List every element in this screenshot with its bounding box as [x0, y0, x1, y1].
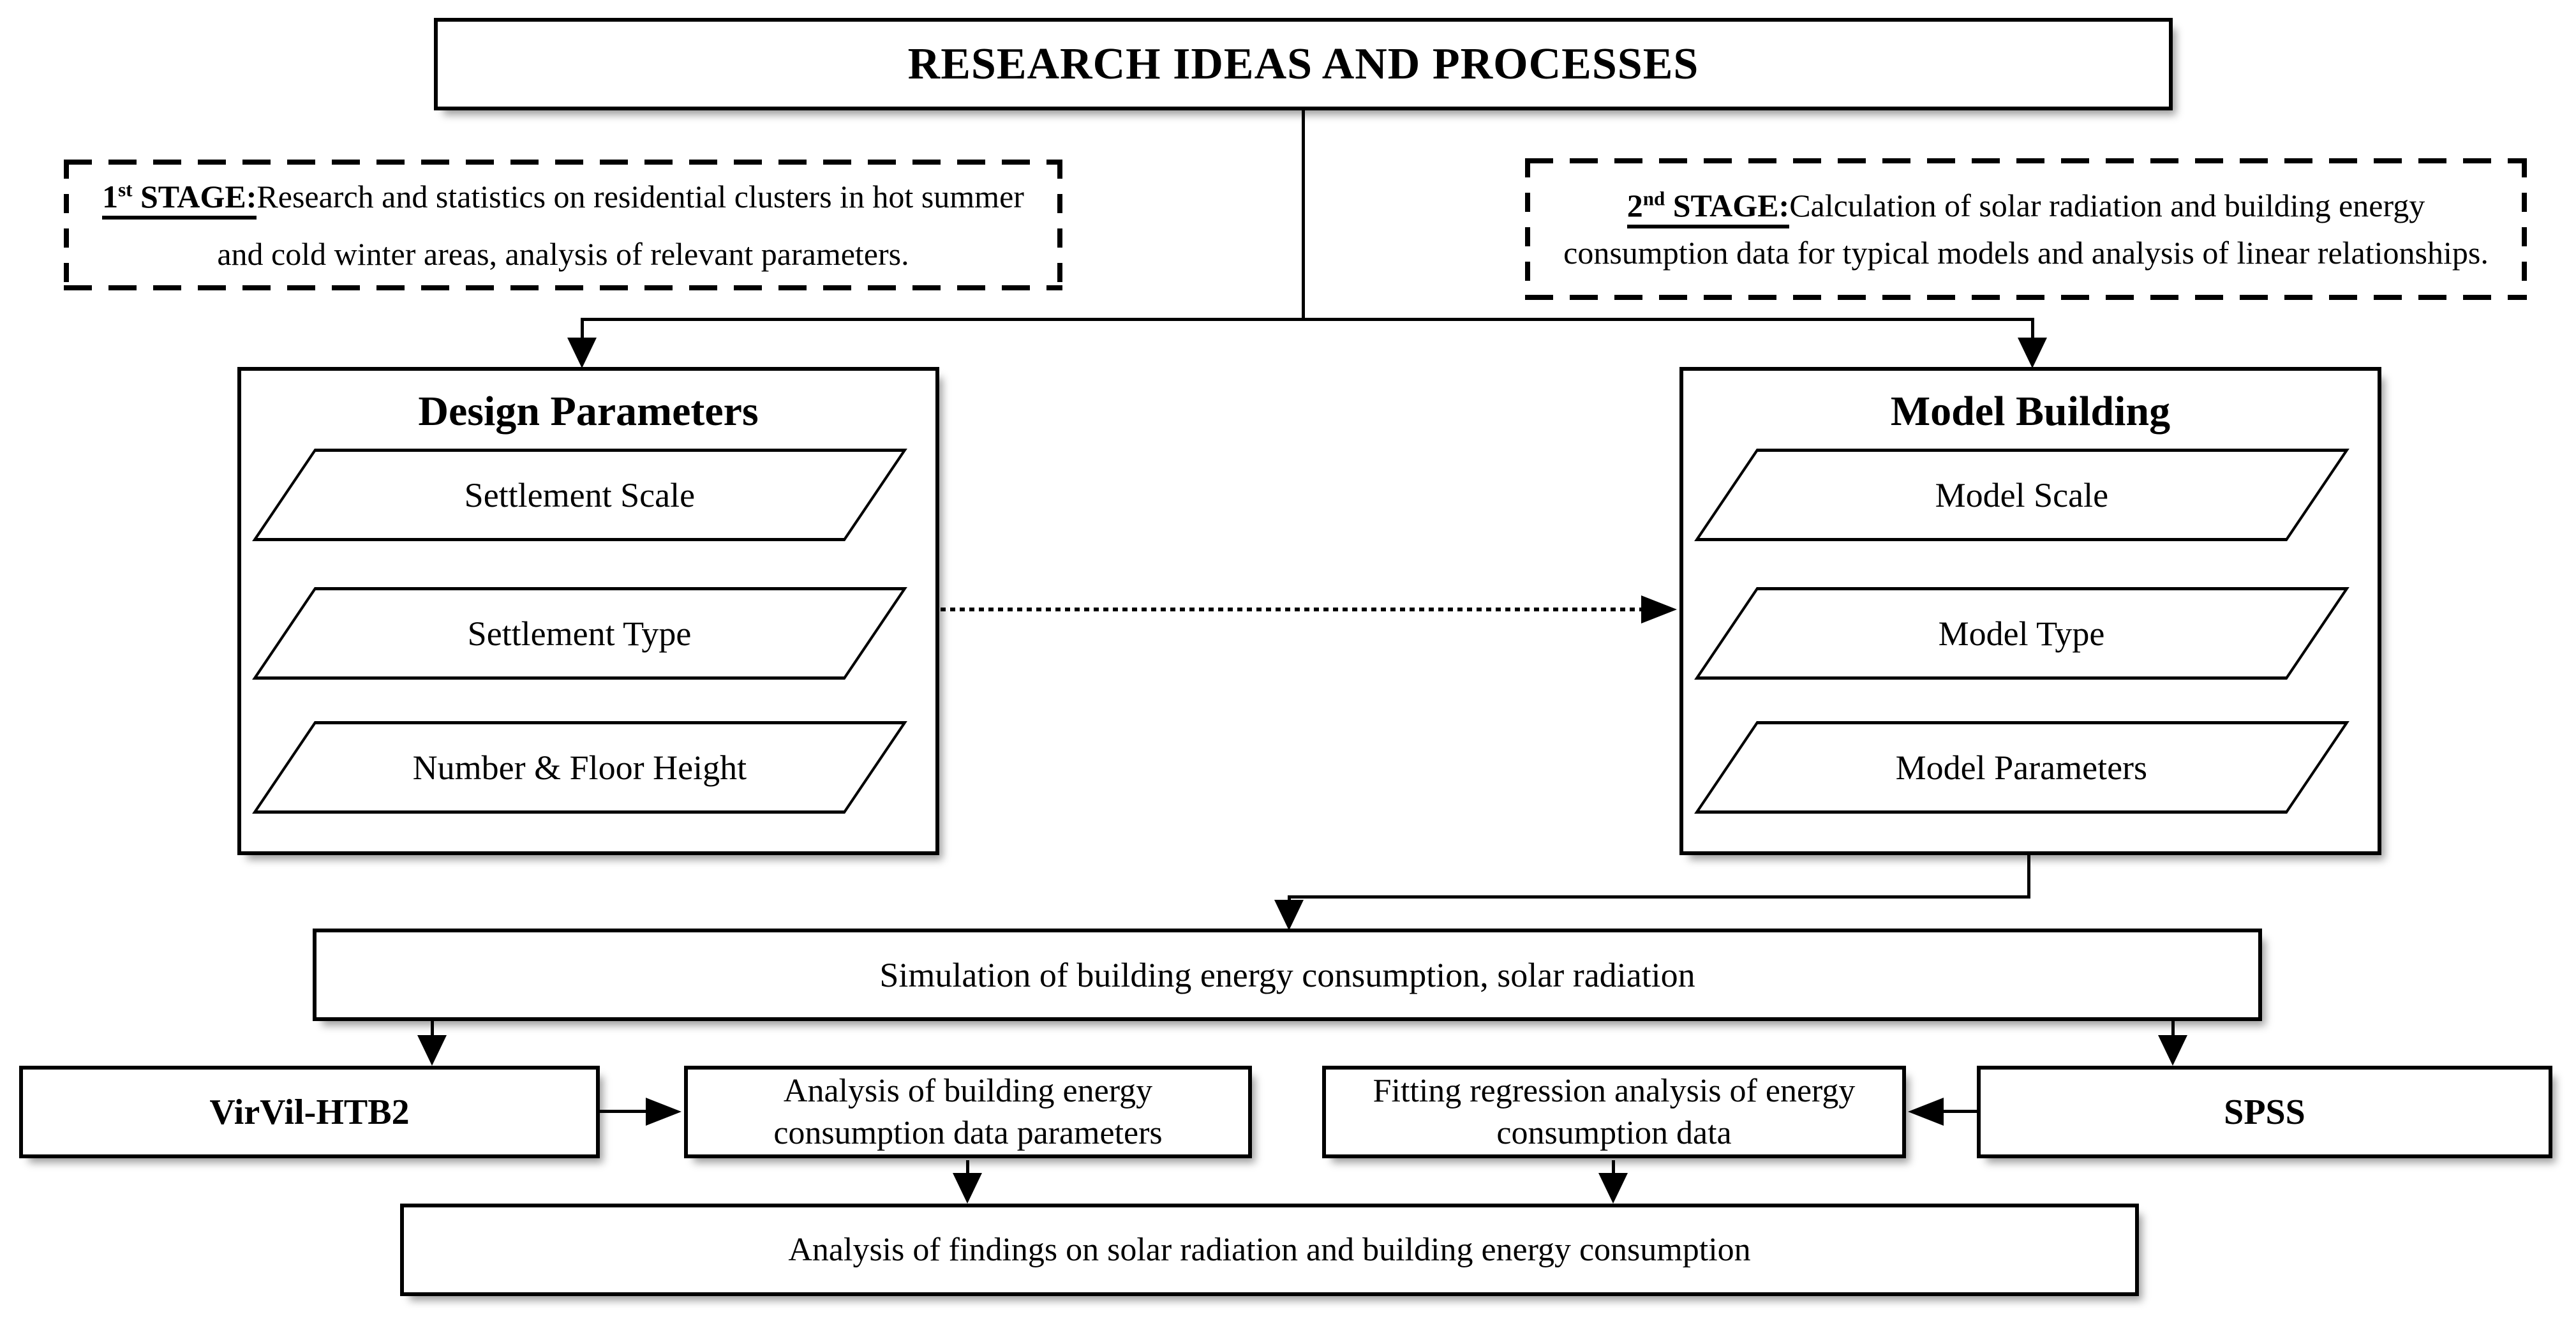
simulation-label: Simulation of building energy consumptio…: [879, 955, 1695, 994]
arrowhead-findings-right: [1598, 1173, 1628, 1204]
virvil-htb2-label: VirVil-HTB2: [209, 1092, 410, 1132]
model-item-label: Model Type: [1939, 614, 2105, 653]
fitting-regression-label: Fitting regression analysis of energy co…: [1373, 1072, 1856, 1151]
stage1-body: Research and statistics on residential c…: [217, 178, 1024, 272]
arrowhead-into-model: [2018, 338, 2047, 368]
design-item-label: Settlement Scale: [464, 475, 696, 514]
connector-branch-bar: [581, 318, 2034, 321]
page-title: RESEARCH IDEAS AND PROCESSES: [907, 39, 1699, 89]
design-item-settlement-type: Settlement Type: [252, 587, 907, 680]
design-parameters-box: Design Parameters Settlement Scale Settl…: [237, 367, 939, 855]
arrowhead-into-design: [567, 338, 597, 368]
stage2-label: 2nd STAGE:: [1627, 187, 1790, 228]
model-item-model-scale: Model Scale: [1694, 449, 2349, 541]
analysis-building-energy-label: Analysis of building energy consumption …: [773, 1072, 1163, 1151]
connector-sim-to-virvil: [431, 1021, 434, 1038]
model-item-model-type: Model Type: [1694, 587, 2349, 680]
dotted-connector-design-to-model: [941, 608, 1642, 611]
connector-drop-model: [2031, 318, 2034, 340]
arrowhead-dotted-right: [1641, 595, 1677, 623]
fitting-regression-box: Fitting regression analysis of energy co…: [1322, 1066, 1906, 1158]
model-item-label: Model Parameters: [1896, 748, 2148, 787]
connector-model-stem: [2027, 855, 2030, 899]
findings-label: Analysis of findings on solar radiation …: [788, 1231, 1751, 1268]
stage1-text: 1st STAGE:Research and statistics on res…: [91, 168, 1036, 283]
design-item-label: Settlement Type: [468, 614, 692, 653]
stage1-ordinal: st: [118, 177, 133, 200]
spss-label: SPSS: [2224, 1092, 2305, 1132]
stage2-ordinal: nd: [1642, 187, 1665, 210]
stage1-box: 1st STAGE:Research and statistics on res…: [64, 160, 1062, 290]
connector-fitting-to-findings: [1612, 1160, 1615, 1177]
design-parameters-title: Design Parameters: [418, 388, 759, 435]
connector-model-elbow: [1288, 895, 2030, 899]
model-building-box: Model Building Model Scale Model Type Mo…: [1679, 367, 2381, 855]
stage2-body: Calculation of solar radiation and build…: [1563, 188, 2489, 271]
arrowhead-into-fitting: [1908, 1098, 1944, 1126]
model-building-title: Model Building: [1890, 388, 2171, 435]
arrowhead-into-virvil: [417, 1035, 447, 1066]
connector-virvil-to-analysis: [600, 1110, 648, 1113]
arrowhead-findings-left: [953, 1173, 982, 1204]
connector-spss-to-fitting: [1941, 1110, 1977, 1113]
analysis-building-energy-box: Analysis of building energy consumption …: [684, 1066, 1252, 1158]
connector-sim-to-spss: [2171, 1021, 2175, 1038]
arrowhead-into-simulation: [1274, 900, 1304, 930]
stage2-word: STAGE:: [1665, 188, 1790, 223]
stage1-word: STAGE:: [132, 178, 257, 214]
connector-drop-design: [581, 318, 584, 340]
simulation-box: Simulation of building energy consumptio…: [313, 929, 2262, 1021]
stage2-box: 2nd STAGE:Calculation of solar radiation…: [1525, 158, 2527, 300]
connector-title-stem: [1302, 110, 1305, 321]
design-item-number-floor-height: Number & Floor Height: [252, 721, 907, 814]
connector-analysis-to-findings: [966, 1160, 969, 1177]
model-item-model-parameters: Model Parameters: [1694, 721, 2349, 814]
design-item-label: Number & Floor Height: [412, 748, 747, 787]
stage2-text: 2nd STAGE:Calculation of solar radiation…: [1547, 182, 2505, 276]
model-item-label: Model Scale: [1935, 475, 2109, 514]
arrowhead-into-analysis: [646, 1098, 681, 1126]
virvil-htb2-box: VirVil-HTB2: [19, 1066, 600, 1158]
stage1-label: 1st STAGE:: [102, 177, 257, 220]
title-box: RESEARCH IDEAS AND PROCESSES: [434, 18, 2173, 110]
findings-box: Analysis of findings on solar radiation …: [400, 1204, 2139, 1296]
design-item-settlement-scale: Settlement Scale: [252, 449, 907, 541]
arrowhead-into-spss: [2158, 1035, 2187, 1066]
spss-box: SPSS: [1977, 1066, 2552, 1158]
